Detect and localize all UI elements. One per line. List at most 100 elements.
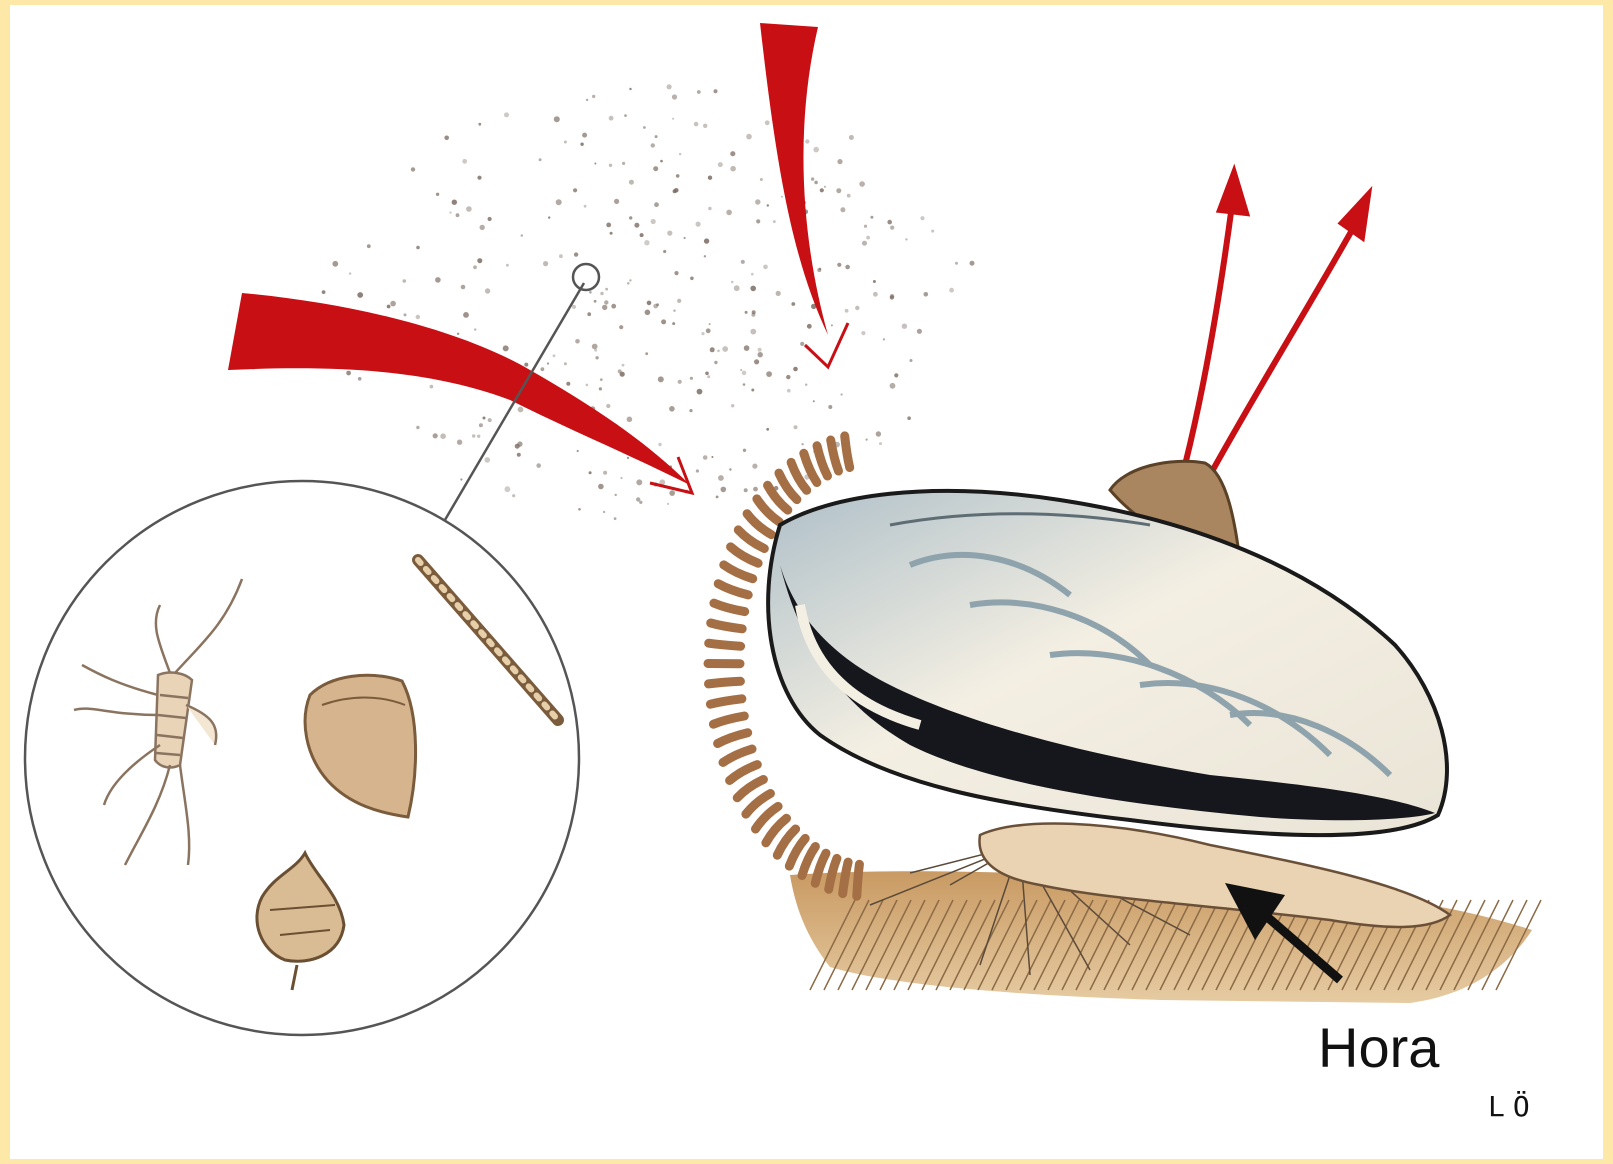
particle-dot bbox=[837, 263, 841, 267]
particle-dot bbox=[676, 174, 680, 178]
particle-dot bbox=[564, 362, 567, 365]
particle-dot bbox=[814, 181, 818, 185]
particle-dot bbox=[566, 382, 570, 386]
particle-dot bbox=[440, 433, 446, 439]
particle-dot bbox=[787, 389, 791, 393]
tentacle bbox=[857, 864, 860, 896]
particle-dot bbox=[358, 377, 362, 381]
particle-dot bbox=[667, 84, 672, 89]
particle-dot bbox=[586, 384, 589, 387]
particle-dot bbox=[752, 464, 757, 469]
particle-dot bbox=[452, 200, 457, 205]
tentacle bbox=[737, 780, 763, 798]
particle-dot bbox=[645, 310, 651, 316]
particle-dot bbox=[433, 433, 438, 438]
particle-dot bbox=[763, 265, 768, 270]
particle-dot bbox=[655, 135, 658, 138]
particle-dot bbox=[594, 300, 597, 303]
particle-dot bbox=[730, 151, 735, 156]
particle-dot bbox=[604, 300, 608, 304]
particle-dot bbox=[824, 186, 826, 188]
particle-dot bbox=[667, 231, 672, 236]
particle-dot bbox=[873, 280, 876, 283]
particle-dot bbox=[619, 325, 623, 329]
particle-dot bbox=[651, 219, 656, 224]
particle-dot bbox=[703, 124, 707, 128]
particle-dot bbox=[622, 364, 625, 367]
particle-dot bbox=[742, 371, 747, 376]
particle-dot bbox=[866, 236, 870, 240]
particle-dot bbox=[697, 389, 703, 395]
particle-dot bbox=[721, 487, 727, 493]
particle-dot bbox=[622, 162, 625, 165]
particle-dot bbox=[598, 484, 604, 490]
particle-dot bbox=[802, 443, 804, 445]
particle-dot bbox=[614, 199, 619, 204]
particle-dot bbox=[462, 159, 467, 164]
particle-dot bbox=[627, 282, 630, 285]
particle-dot bbox=[620, 477, 622, 479]
particle-dot bbox=[731, 404, 734, 407]
particle-dot bbox=[805, 139, 809, 143]
particle-dot bbox=[485, 288, 490, 293]
particle-dot bbox=[611, 304, 616, 309]
particle-dot bbox=[879, 442, 882, 445]
particle-dot bbox=[708, 176, 712, 180]
particle-dot bbox=[745, 311, 748, 314]
particle-dot bbox=[387, 305, 391, 309]
particle-dot bbox=[559, 254, 563, 258]
particle-dot bbox=[819, 268, 822, 271]
particle-dot bbox=[841, 393, 843, 395]
particle-dot bbox=[697, 90, 701, 94]
particle-dot bbox=[473, 265, 477, 269]
particle-dot bbox=[645, 352, 648, 355]
particle-dot bbox=[970, 261, 975, 266]
particle-dot bbox=[845, 265, 850, 270]
particle-dot bbox=[765, 120, 770, 125]
particle-dot bbox=[634, 223, 639, 228]
particle-dot bbox=[606, 223, 611, 228]
particle-dot bbox=[404, 313, 407, 316]
particle-dot bbox=[449, 211, 451, 213]
particle-dot bbox=[548, 216, 550, 218]
particle-dot bbox=[678, 380, 682, 384]
particle-dot bbox=[485, 457, 491, 463]
particle-dot bbox=[741, 260, 745, 264]
particle-dot bbox=[731, 281, 733, 283]
particle-dot bbox=[460, 478, 462, 480]
particle-dot bbox=[744, 488, 748, 492]
particle-dot bbox=[517, 441, 522, 446]
particle-dot bbox=[575, 339, 580, 344]
particle-dot bbox=[543, 261, 548, 266]
particle-dot bbox=[603, 471, 607, 475]
particle-dot bbox=[594, 163, 596, 165]
particle-dot bbox=[586, 99, 588, 101]
particle-dot bbox=[661, 319, 666, 324]
particle-dot bbox=[706, 328, 711, 333]
particle-dot bbox=[734, 285, 740, 291]
particle-dot bbox=[430, 385, 434, 389]
particle-dot bbox=[690, 277, 694, 281]
particle-dot bbox=[658, 376, 664, 382]
particle-dot bbox=[483, 417, 486, 420]
particle-dot bbox=[629, 180, 634, 185]
particle-dot bbox=[656, 303, 659, 306]
particle-dot bbox=[859, 181, 865, 187]
particle-dot bbox=[672, 94, 677, 99]
particle-dot bbox=[435, 277, 441, 283]
particle-dot bbox=[479, 423, 483, 427]
particle-dot bbox=[669, 406, 675, 412]
tentacle bbox=[714, 603, 745, 612]
particle-dot bbox=[477, 435, 480, 438]
particle-dot bbox=[703, 455, 708, 460]
tentacle bbox=[802, 847, 815, 876]
particle-dot bbox=[416, 315, 420, 319]
particle-dot bbox=[786, 375, 790, 379]
particle-dot bbox=[658, 443, 661, 446]
particle-dot bbox=[640, 233, 644, 237]
particle-dot bbox=[444, 136, 449, 141]
particle-dot bbox=[572, 305, 576, 309]
particle-dot bbox=[766, 371, 772, 377]
particle-dot bbox=[620, 372, 625, 377]
